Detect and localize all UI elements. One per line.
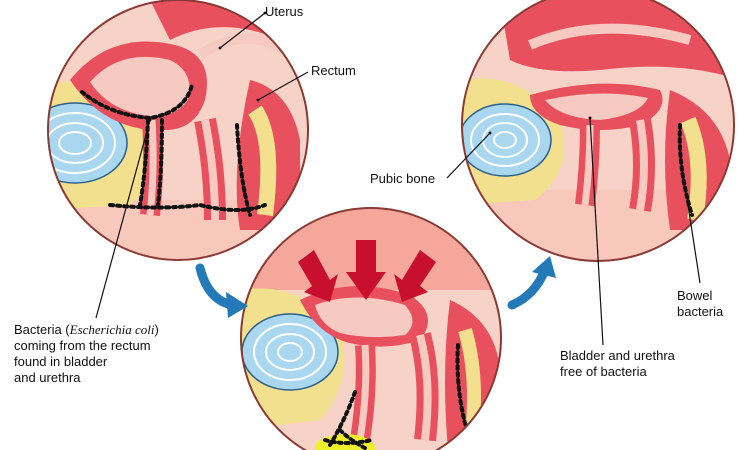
species-name: Escherichia coli xyxy=(69,322,155,337)
label-free-caption: Bladder and urethra free of bacteria xyxy=(560,348,675,380)
bacteria-caption-line3: found in bladder xyxy=(14,354,108,369)
label-bowel-bacteria-line1: Bowel xyxy=(677,288,713,303)
label-bowel-bacteria-line2: bacteria xyxy=(677,304,724,319)
bacteria-caption-line1: Bacteria (Escherichia coli) xyxy=(14,322,159,337)
pressure-arrows xyxy=(298,240,436,302)
label-bowel-bacteria: Bowel bacteria xyxy=(677,288,723,320)
label-uterus: Uterus xyxy=(265,4,304,19)
left-anatomy-panel xyxy=(47,0,309,261)
pressure-arrow-left xyxy=(298,250,338,302)
middle-anatomy-panel xyxy=(240,207,502,450)
pressure-arrow-center xyxy=(346,240,386,300)
pressure-arrow-right xyxy=(394,250,436,302)
bacteria-caption-line4: and urethra xyxy=(14,370,81,385)
label-pubic-bone: Pubic bone xyxy=(370,171,436,186)
free-caption-line1: Bladder and urethra xyxy=(560,348,675,363)
right-anatomy-panel xyxy=(461,0,735,262)
free-caption-line2: free of bacteria xyxy=(560,364,647,379)
bacteria-caption-line2: coming from the rectum xyxy=(14,338,151,353)
label-bacteria-caption: Bacteria (Escherichia coli) coming from … xyxy=(14,322,159,386)
label-rectum: Rectum xyxy=(311,63,356,78)
flow-arrow-right xyxy=(507,265,550,310)
bacteria-dots-left xyxy=(80,83,267,217)
leader-lines xyxy=(95,11,701,346)
